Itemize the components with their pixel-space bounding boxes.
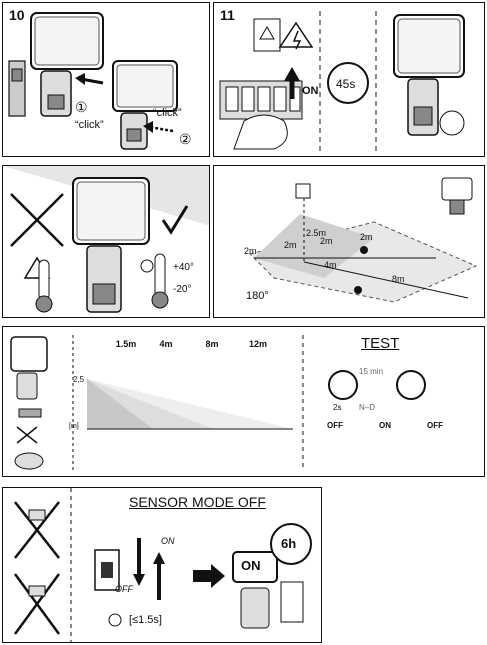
dim-label-5: 4m <box>324 260 337 270</box>
test-off-label-2: OFF <box>427 421 443 430</box>
dial-min-label: 15 min <box>359 367 384 376</box>
timer-label: 45s <box>336 77 356 91</box>
dim-label-3: 2m <box>320 236 333 246</box>
axis-unit: [m] <box>69 423 79 430</box>
test-title: TEST <box>361 335 400 352</box>
step-10-panel: 10 ① “click” “click” ② <box>2 2 210 157</box>
time-label: [≤1.5s] <box>129 614 162 626</box>
range-diagram-panel: 2.5m 2m 2m 2m 2m 4m 8m 180° <box>213 165 485 318</box>
hours-label: 6h <box>281 536 297 551</box>
sensor-mode-off-panel: SENSOR MODE OFF ON OFF [≤1.5s] ON 6h <box>2 487 322 643</box>
dim-label-4: 2m <box>360 232 373 242</box>
marker-two: ② <box>179 131 192 147</box>
temperature-panel: +40° -20° <box>2 165 210 318</box>
height-label: 2.5m <box>306 228 327 238</box>
step-number: 11 <box>220 7 235 23</box>
step-11-panel: 11 ON 45s <box>213 2 485 157</box>
dim-label-1: 2m <box>244 246 257 256</box>
click-label-1: “click” <box>75 119 104 131</box>
dim-label-2: 2m <box>284 240 297 250</box>
click-label-2: “click” <box>153 107 182 119</box>
dial-mode-label: N–D <box>359 403 376 412</box>
range-chip-4: 12m <box>248 339 267 349</box>
power-on-illustration <box>219 11 465 153</box>
mount-floodlight-illustration <box>8 12 178 150</box>
dial-left-label: 2s <box>333 403 342 412</box>
on-label: ON <box>302 85 319 97</box>
sensor-off-illustration <box>13 488 312 642</box>
step-number: 10 <box>9 7 25 23</box>
range-chip-1: 1.5m <box>115 339 137 349</box>
range-chip-2: 4m <box>159 339 173 349</box>
marker-one: ① <box>75 99 88 115</box>
dim-label-6: 8m <box>392 274 405 284</box>
test-panel: 1.5m 4m 8m 12m 2,5 [m] TEST 2s 15 min N–… <box>2 326 485 477</box>
sensor-off-title: SENSOR MODE OFF <box>129 494 266 510</box>
switch-on-label: ON <box>161 536 175 546</box>
temperature-illustration <box>3 166 209 313</box>
test-on-label: ON <box>379 421 391 430</box>
temp-low: -20° <box>173 284 192 295</box>
detection-range-diagram <box>249 177 478 303</box>
switch-off-label: OFF <box>115 584 133 594</box>
test-illustration <box>10 335 426 471</box>
angle-label: 180° <box>246 290 269 302</box>
axis-height: 2,5 <box>73 375 85 384</box>
test-off-label-1: OFF <box>327 421 343 430</box>
range-chip-3: 8m <box>205 339 219 349</box>
on-badge: ON <box>241 558 261 573</box>
temp-high: +40° <box>173 262 194 273</box>
